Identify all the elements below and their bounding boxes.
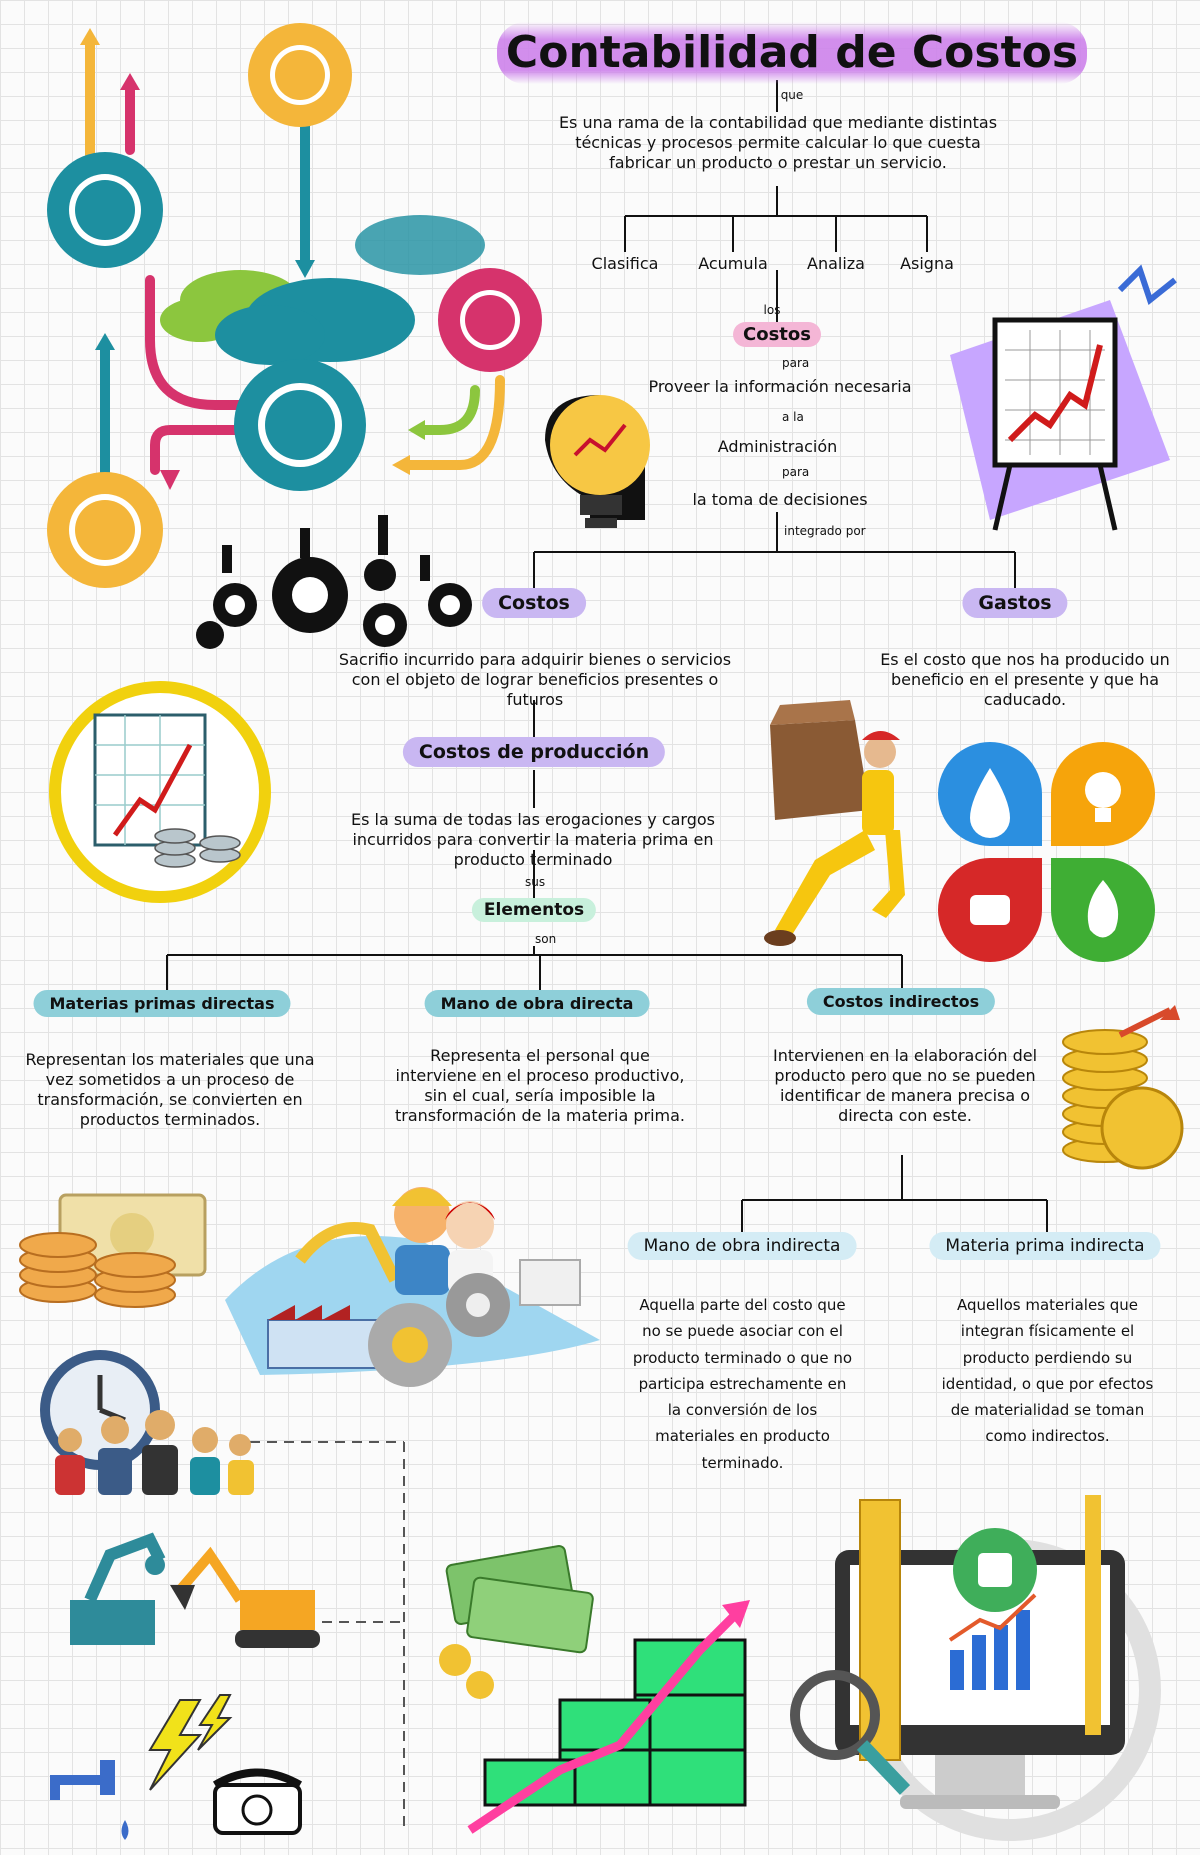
mano-obra-indirecta-desc: Aquella parte del costo que no se puede … (632, 1296, 853, 1472)
services-icons-illustration (938, 742, 1155, 962)
connector-a-la: a la (782, 410, 804, 424)
connector-para-1: para (782, 356, 810, 370)
mano-obra-indirecta-label: Mano de obra indirecta (627, 1232, 857, 1260)
costos-indirectos-desc: Intervienen en la elaboración del produc… (772, 1046, 1038, 1125)
materias-primas-desc: Representan los materiales que una vez s… (25, 1050, 315, 1129)
costos-desc: Sacrifio incurrido para adquirir bienes … (338, 650, 732, 709)
gastos-desc: Es el costo que nos ha producido un bene… (880, 650, 1170, 709)
mano-obra-label: Mano de obra directa (424, 990, 650, 1017)
connector-los: los (763, 303, 781, 317)
verb-acumula: Acumula (698, 254, 768, 273)
machinery-illustration (70, 1532, 320, 1648)
administracion-text: Administración (717, 437, 838, 456)
costos-produccion-desc: Es la suma de todas las erogaciones y ca… (350, 810, 715, 869)
coins-stack-illustration (1062, 1005, 1184, 1170)
costos-indirectos-label: Costos indirectos (806, 988, 996, 1015)
gear-arrows-illustration (47, 23, 542, 649)
connector-que: que (780, 88, 804, 102)
chart-board-illustration (950, 264, 1177, 531)
proveer-text: Proveer la información necesaria (648, 377, 912, 396)
materias-primas-label: Materias primas directas (33, 990, 291, 1017)
materia-prima-indirecta-desc: Aquellos materiales que integran físicam… (941, 1296, 1154, 1446)
clock-people-illustration (40, 1350, 254, 1495)
utilities-illustration (50, 1694, 303, 1840)
connector-integrado-por: integrado por (784, 524, 866, 538)
definition-text: Es una rama de la contabilidad que media… (558, 113, 998, 172)
connector-son: son (535, 932, 557, 946)
delivery-worker-illustration (764, 700, 905, 946)
mano-obra-desc: Representa el personal que interviene en… (395, 1046, 685, 1125)
money-illustration (19, 1193, 207, 1308)
connector-para-2: para (782, 465, 810, 479)
costos-produccion-label: Costos de producción (402, 737, 666, 767)
computer-calculator-illustration (790, 1495, 1161, 1841)
chart-coins-illustration (49, 681, 271, 903)
industry-scene-illustration (225, 1187, 600, 1387)
lightbulb-head-illustration (545, 395, 650, 528)
gastos-label: Gastos (962, 588, 1068, 618)
verb-analiza: Analiza (807, 254, 865, 273)
costos-label: Costos (482, 588, 586, 618)
verb-clasifica: Clasifica (591, 254, 659, 273)
elementos-label: Elementos (471, 898, 597, 922)
money-growth-illustration (439, 1544, 750, 1834)
costos-top-label: Costos (733, 322, 821, 347)
verb-asigna: Asigna (900, 254, 954, 273)
page-title: Contabilidad de Costos (497, 22, 1087, 84)
connector-sus: sus (525, 875, 546, 889)
toma-decisiones-text: la toma de decisiones (692, 490, 868, 509)
materia-prima-indirecta-label: Materia prima indirecta (929, 1232, 1161, 1260)
